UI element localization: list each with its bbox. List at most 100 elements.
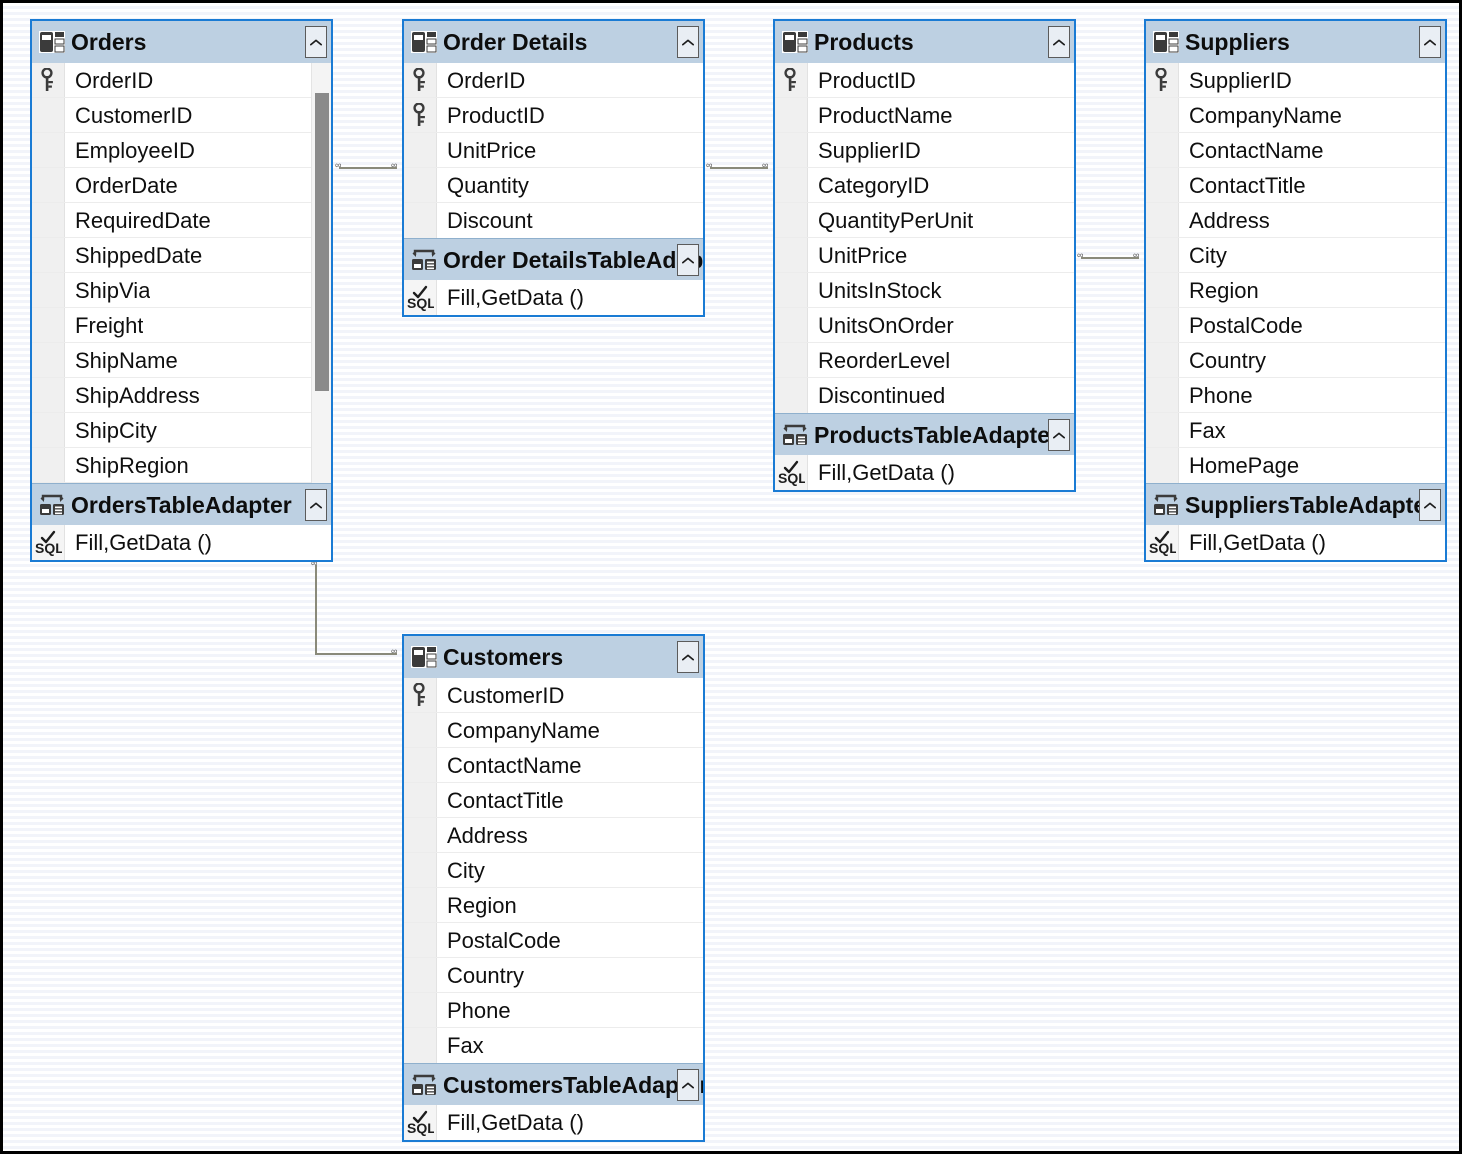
column-row[interactable]: Fax — [404, 1028, 703, 1063]
entity-title: Suppliers — [1185, 29, 1290, 55]
column-row[interactable]: ContactName — [1146, 133, 1445, 168]
adapter-header-order-details[interactable]: Order DetailsTableAdapter — [404, 238, 703, 280]
column-row[interactable]: Address — [404, 818, 703, 853]
column-name: CategoryID — [818, 172, 930, 198]
collapse-chevron-icon[interactable] — [677, 1069, 699, 1101]
collapse-chevron-icon[interactable] — [677, 26, 699, 58]
column-row[interactable]: Quantity — [404, 168, 703, 203]
column-row[interactable]: HomePage — [1146, 448, 1445, 483]
column-row[interactable]: ProductID — [775, 63, 1074, 98]
column-row[interactable]: CustomerID — [404, 678, 703, 713]
column-row[interactable]: CategoryID — [775, 168, 1074, 203]
column-name: ShipAddress — [75, 382, 200, 408]
entity-header-order-details[interactable]: Order Details — [404, 21, 703, 63]
column-row[interactable]: ContactTitle — [1146, 168, 1445, 203]
column-row[interactable]: CustomerID — [32, 98, 331, 133]
vertical-scrollbar[interactable] — [311, 63, 331, 483]
column-row[interactable]: City — [1146, 238, 1445, 273]
column-name: UnitPrice — [818, 242, 908, 268]
column-row[interactable]: QuantityPerUnit — [775, 203, 1074, 238]
adapter-header-suppliers[interactable]: SuppliersTableAdapter — [1146, 483, 1445, 525]
relation-line-orderdetails-products[interactable] — [710, 167, 768, 169]
relation-line-orders-customers-vertical[interactable] — [315, 565, 317, 655]
collapse-chevron-icon[interactable] — [1048, 26, 1070, 58]
column-row[interactable]: ProductID — [404, 98, 703, 133]
column-row[interactable]: ShipVia — [32, 273, 331, 308]
column-row[interactable]: ShipCity — [32, 413, 331, 448]
column-row[interactable]: Phone — [404, 993, 703, 1028]
collapse-chevron-icon[interactable] — [305, 489, 327, 521]
entity-header-suppliers[interactable]: Suppliers — [1146, 21, 1445, 63]
column-row[interactable]: RequiredDate — [32, 203, 331, 238]
column-row[interactable]: ShippedDate — [32, 238, 331, 273]
column-row[interactable]: Country — [404, 958, 703, 993]
datatable-icon — [775, 31, 814, 53]
svg-text:SQL: SQL — [35, 540, 62, 556]
column-row[interactable]: ShipName — [32, 343, 331, 378]
column-row[interactable]: ReorderLevel — [775, 343, 1074, 378]
column-name: ReorderLevel — [818, 347, 951, 373]
entity-header-orders[interactable]: Orders — [32, 21, 331, 63]
column-row[interactable]: ShipRegion — [32, 448, 331, 483]
column-row[interactable]: UnitPrice — [775, 238, 1074, 273]
collapse-chevron-icon[interactable] — [1419, 489, 1441, 521]
column-name: City — [1189, 242, 1227, 268]
collapse-chevron-icon[interactable] — [677, 244, 699, 276]
column-name: ProductName — [818, 102, 953, 128]
collapse-chevron-icon[interactable] — [1048, 419, 1070, 451]
column-row[interactable]: Country — [1146, 343, 1445, 378]
scrollbar-thumb[interactable] — [315, 93, 329, 392]
column-row[interactable]: Fax — [1146, 413, 1445, 448]
adapter-header-customers[interactable]: CustomersTableAdapter — [404, 1063, 703, 1105]
column-row[interactable]: OrderID — [404, 63, 703, 98]
column-row[interactable]: City — [404, 853, 703, 888]
column-row[interactable]: SupplierID — [775, 133, 1074, 168]
adapter-header-orders[interactable]: OrdersTableAdapter — [32, 483, 331, 525]
column-row[interactable]: PostalCode — [404, 923, 703, 958]
column-row[interactable]: PostalCode — [1146, 308, 1445, 343]
collapse-chevron-icon[interactable] — [677, 641, 699, 673]
column-row[interactable]: EmployeeID — [32, 133, 331, 168]
column-row[interactable]: UnitPrice — [404, 133, 703, 168]
relation-line-products-suppliers[interactable] — [1081, 257, 1139, 259]
column-row[interactable]: UnitsInStock — [775, 273, 1074, 308]
column-row[interactable]: OrderDate — [32, 168, 331, 203]
column-row[interactable]: ContactTitle — [404, 783, 703, 818]
column-row[interactable]: OrderID — [32, 63, 331, 98]
column-row[interactable]: Freight — [32, 308, 331, 343]
column-row[interactable]: CompanyName — [404, 713, 703, 748]
column-row[interactable]: Discontinued — [775, 378, 1074, 413]
relation-line-orders-orderdetails[interactable] — [339, 167, 397, 169]
entity-header-products[interactable]: Products — [775, 21, 1074, 63]
column-row[interactable]: ProductName — [775, 98, 1074, 133]
column-row[interactable]: ShipAddress — [32, 378, 331, 413]
collapse-chevron-icon[interactable] — [1419, 26, 1441, 58]
column-row[interactable]: Region — [1146, 273, 1445, 308]
collapse-chevron-icon[interactable] — [305, 26, 327, 58]
column-row[interactable]: ContactName — [404, 748, 703, 783]
row-gutter — [404, 748, 437, 782]
adapter-header-products[interactable]: ProductsTableAdapter — [775, 413, 1074, 455]
column-row[interactable]: Region — [404, 888, 703, 923]
column-name: Fax — [447, 1033, 484, 1058]
column-row[interactable]: SupplierID — [1146, 63, 1445, 98]
relation-line-orders-customers-horizontal[interactable] — [315, 653, 397, 655]
column-row[interactable]: UnitsOnOrder — [775, 308, 1074, 343]
column-row[interactable]: CompanyName — [1146, 98, 1445, 133]
column-row[interactable]: Phone — [1146, 378, 1445, 413]
entity-header-customers[interactable]: Customers — [404, 636, 703, 678]
column-row[interactable]: Address — [1146, 203, 1445, 238]
column-row[interactable]: Discount — [404, 203, 703, 238]
